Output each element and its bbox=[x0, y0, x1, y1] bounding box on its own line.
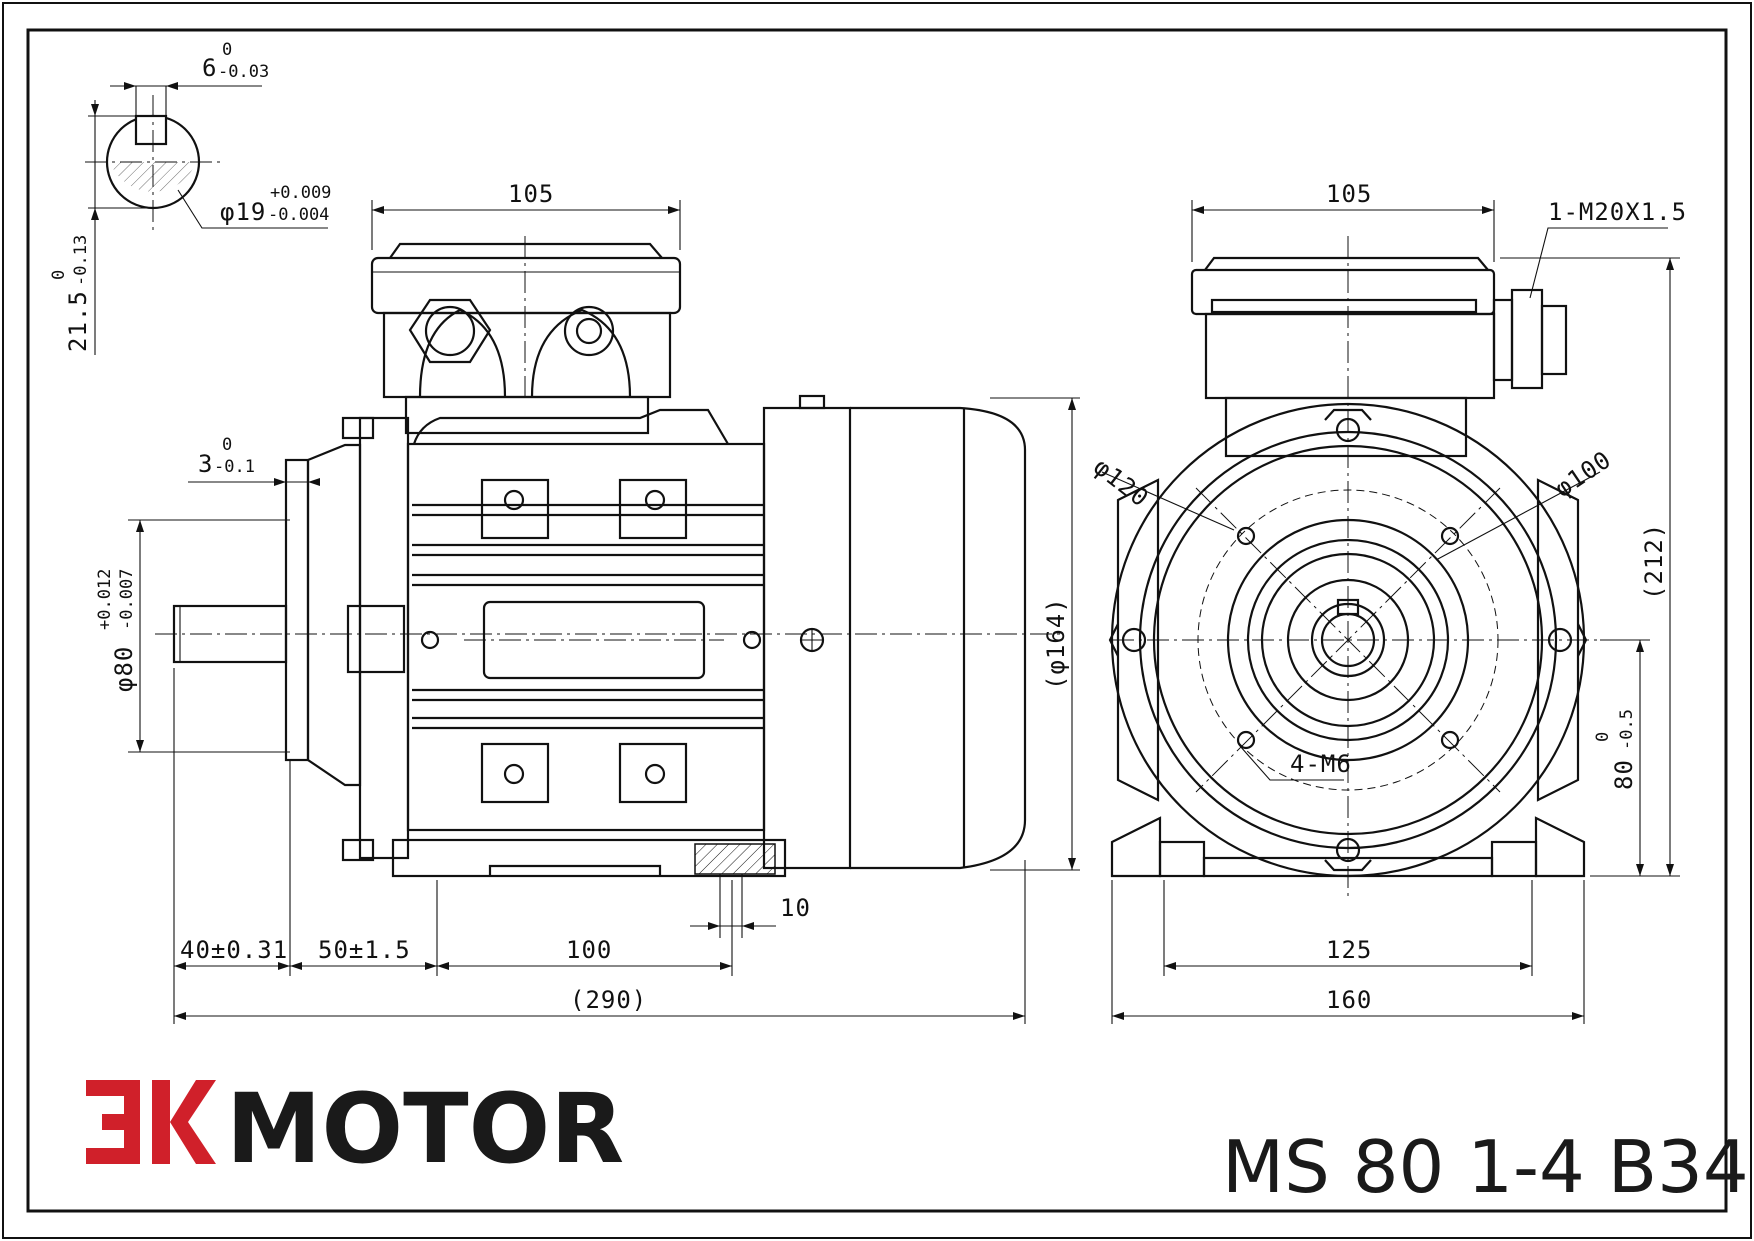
key-width-label: 6 bbox=[202, 54, 217, 82]
key-height-tol-upper: 0 bbox=[49, 270, 69, 280]
brand-name: MOTOR bbox=[226, 1073, 624, 1185]
ek-mark-icon bbox=[86, 1080, 216, 1164]
cable-gland-label: 1-M20X1.5 bbox=[1548, 198, 1687, 226]
spigot-dia-tol-lower: -0.007 bbox=[117, 569, 137, 630]
motor-front-view bbox=[1108, 236, 1640, 900]
shaft-length-label: 40±0.31 bbox=[180, 936, 288, 964]
shoulder-to-foot-label: 50±1.5 bbox=[318, 936, 411, 964]
overall-height-label: (212) bbox=[1640, 523, 1668, 600]
key-width-tol-upper: 0 bbox=[222, 40, 232, 60]
spigot-tol-lower: -0.1 bbox=[214, 457, 255, 477]
key-height-tol-lower: -0.13 bbox=[71, 235, 91, 286]
shaft-dia-tol-lower: -0.004 bbox=[268, 205, 329, 225]
foot-hole-label: 10 bbox=[780, 894, 811, 922]
terminal-box-width-front-label: 105 bbox=[1326, 180, 1372, 208]
motor-side-view bbox=[155, 236, 1060, 878]
foot-width-label: 160 bbox=[1326, 986, 1372, 1014]
frame-dia-label: (φ164) bbox=[1042, 597, 1070, 690]
spigot-dia-tol-upper: +0.012 bbox=[95, 569, 115, 630]
overall-length-label: (290) bbox=[570, 986, 647, 1014]
spigot-dia-label: φ80 bbox=[110, 646, 138, 692]
flange-pcd-100-label: φ100 bbox=[1550, 445, 1617, 503]
key-width-tol-lower: -0.03 bbox=[218, 62, 269, 82]
shaft-height-tol-upper: 0 bbox=[1593, 732, 1613, 742]
terminal-box-width-side-label: 105 bbox=[508, 180, 554, 208]
shaft-height-label: 80 bbox=[1610, 759, 1638, 790]
tapped-holes-label: 4-M6 bbox=[1290, 750, 1352, 778]
brand-logo: MOTOR bbox=[86, 1073, 624, 1185]
shaft-height-tol-lower: -0.5 bbox=[1617, 709, 1637, 750]
cooling-fins bbox=[412, 503, 764, 730]
spigot-depth-label: 3 bbox=[198, 450, 213, 478]
key-height-label: 21.5 bbox=[64, 290, 92, 352]
model-designation: MS 80 1-4 B34 bbox=[1222, 1125, 1749, 1209]
drawing-border bbox=[26, 28, 1728, 1213]
side-view-dimensions bbox=[128, 200, 1080, 1024]
flange-pcd-120-label: φ120 bbox=[1088, 453, 1154, 513]
foot-hole-spacing-label: 100 bbox=[566, 936, 612, 964]
spigot-tol-upper: 0 bbox=[222, 435, 232, 455]
shaft-dia-tol-upper: +0.009 bbox=[270, 183, 331, 203]
shaft-dia-label: φ19 bbox=[220, 198, 266, 226]
front-view-dimensions bbox=[1101, 200, 1680, 1024]
foot-hole-pitch-label: 125 bbox=[1326, 936, 1372, 964]
shaft-section-view bbox=[85, 82, 328, 355]
